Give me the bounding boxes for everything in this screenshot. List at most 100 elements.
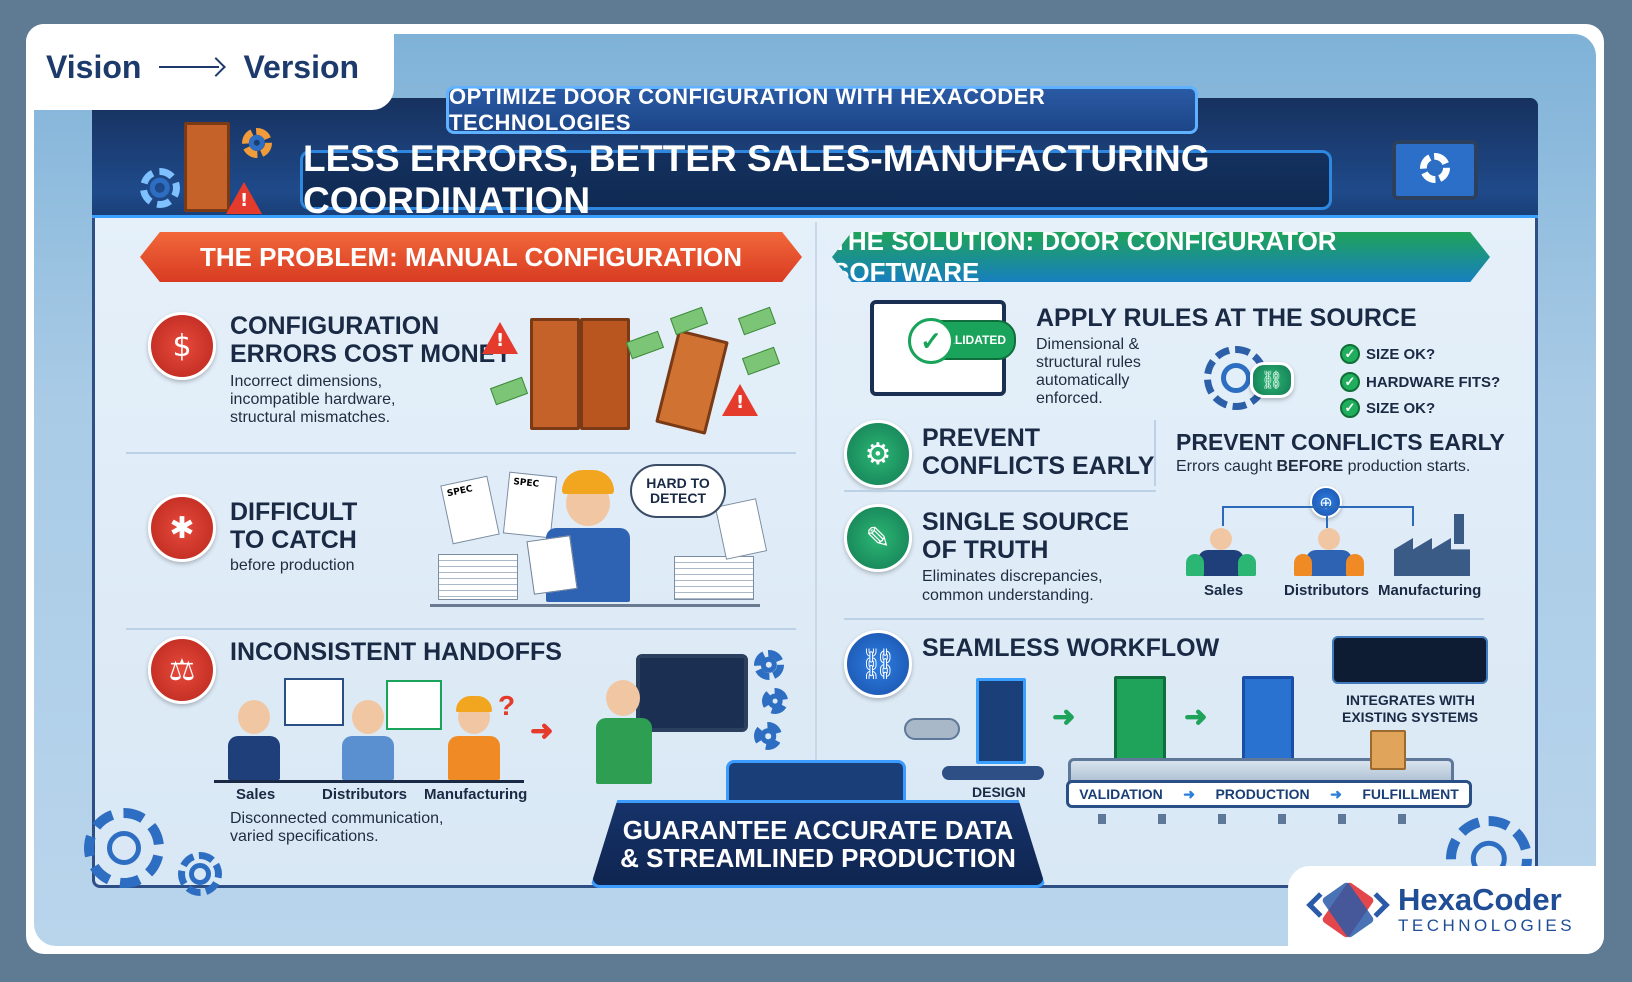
truth-desc-line1: Eliminates discrepancies, [922,568,1103,585]
handoff-icon: ⚖ [148,636,216,704]
design-label: DESIGN [972,784,1026,800]
conveyor-legs [1098,814,1438,824]
problem-1-desc-line3: structural mismatches. [230,409,391,426]
workflow-stages: VALIDATION ➜ PRODUCTION ➜ FULFILLMENT [1066,780,1472,808]
sales-group [1186,528,1256,576]
gear-icon [84,808,164,888]
check-label: SIZE OK? [1366,399,1436,417]
check-label: SIZE OK? [1366,345,1436,363]
integrates-line2: EXISTING SYSTEMS [1342,709,1479,725]
apply-desc-line2: structural rules [1036,354,1141,371]
paper-stack [438,554,518,600]
arrow-right-icon: ➜ [530,715,554,746]
check-label: HARDWARE FITS? [1366,373,1501,391]
bottom-banner-cap [726,760,906,804]
solution-banner: THE SOLUTION: DOOR CONFIGURATOR SOFTWARE [832,232,1490,282]
problem-1-desc-line1: Incorrect dimensions, [230,373,383,390]
paper-stack [674,556,754,600]
connector-line [1222,506,1414,508]
manufacturing-person [444,696,504,780]
separator [844,618,1484,620]
problem-2-title-line1: DIFFICULT [230,498,358,526]
spec-card [284,678,344,726]
truth-desc-line2: common understanding. [922,587,1094,604]
design-door-icon [976,678,1026,764]
truth-role-sales: Sales [1204,582,1244,599]
stage-validation: VALIDATION [1079,786,1163,802]
check-icon: ✓ [1340,372,1360,392]
connector-line [1326,516,1328,528]
sales-person [224,700,284,780]
integrates-line1: INTEGRATES WITH [1346,692,1475,708]
apply-desc-line3: automatically [1036,372,1130,389]
gear-icon [754,650,784,680]
desc-pre: Errors caught [1176,458,1277,475]
problem-2-title-line2: TO CATCH [230,526,357,554]
separator [844,490,1156,492]
prevent-right-desc: Errors caught BEFORE production starts. [1176,458,1470,476]
check-hardware: ✓ HARDWARE FITS? [1340,372,1500,392]
arrow-icon: ➜ [1330,785,1342,802]
role-baseline [214,780,524,783]
warning-icon: ! [226,182,262,214]
validated-door-icon [1114,676,1166,764]
truth-title-line2: OF TRUTH [922,536,1049,564]
validated-label: VALIDATED [939,333,1006,347]
problem-3-desc-line1: Disconnected communication, [230,810,444,827]
stressed-worker [522,470,652,602]
desk-line [430,604,760,607]
production-door-icon [1242,676,1294,764]
validated-badge: ✓ VALIDATED [908,318,1016,364]
bubble-line2: DETECT [650,490,706,506]
warning-icon: ! [722,384,758,416]
box-icon [1370,730,1406,770]
door-icon [184,122,230,212]
hexacoder-brand: HexaCoder TECHNOLOGIES [1288,866,1604,954]
chain-icon: ⛓ [1250,362,1294,398]
gear-icon [762,688,788,714]
design-belt [942,766,1044,780]
integration-panel [1332,636,1488,684]
question-mark: ? [498,690,516,721]
bottom-banner-line1: GUARANTEE ACCURATE DATA [622,815,1014,845]
check-icon: ✓ [1340,344,1360,364]
bubble-line1: HARD TO [646,475,710,491]
problem-1-desc-line2: incompatible hardware, [230,391,396,408]
bottom-banner: GUARANTEE ACCURATE DATA & STREAMLINED PR… [590,800,1046,888]
role-sales: Sales [236,786,276,803]
document-check-icon: ✎ [844,504,912,572]
problem-3-desc-line2: varied specifications. [230,828,379,845]
problem-1-title-line2: ERRORS COST MONEY [230,340,512,368]
gear-icon [242,128,272,158]
globe-icon: ⊕ [1310,486,1342,518]
distributor-person [338,700,398,780]
check-size-2: ✓ SIZE OK? [1340,398,1435,418]
problem-1-title-line1: CONFIGURATION [230,312,440,340]
bottom-banner-line2: & STREAMLINED PRODUCTION [620,843,1016,873]
desc-post: production starts. [1343,458,1471,475]
spec-card [386,680,442,730]
separator-vertical [1154,420,1156,486]
truth-role-manufacturing: Manufacturing [1378,582,1482,599]
role-manufacturing: Manufacturing [424,786,528,803]
brand-version: Version [243,48,360,85]
check-icon: ✓ [1340,398,1360,418]
separator [126,452,796,454]
factory-icon [1394,514,1470,576]
stage-fulfillment: FULFILLMENT [1362,786,1459,802]
arrow-icon: ➜ [1183,785,1195,802]
role-distributors: Distributors [322,786,408,803]
problem-3-title: INCONSISTENT HANDOFFS [230,638,562,666]
connector-line [1412,506,1414,526]
arrow-right-icon [159,57,225,77]
apply-desc-line1: Dimensional & [1036,336,1140,353]
connector-line [1222,506,1224,526]
warning-icon: ! [482,322,518,354]
link-icon: ⛓ [844,630,912,698]
apply-desc-line4: enforced. [1036,390,1103,407]
broken-door-icon [530,318,580,430]
header-subtitle: OPTIMIZE DOOR CONFIGURATION WITH HEXACOD… [446,84,1198,135]
bug-icon: ✱ [148,494,216,562]
truth-title-line1: SINGLE SOURCE [922,508,1129,536]
